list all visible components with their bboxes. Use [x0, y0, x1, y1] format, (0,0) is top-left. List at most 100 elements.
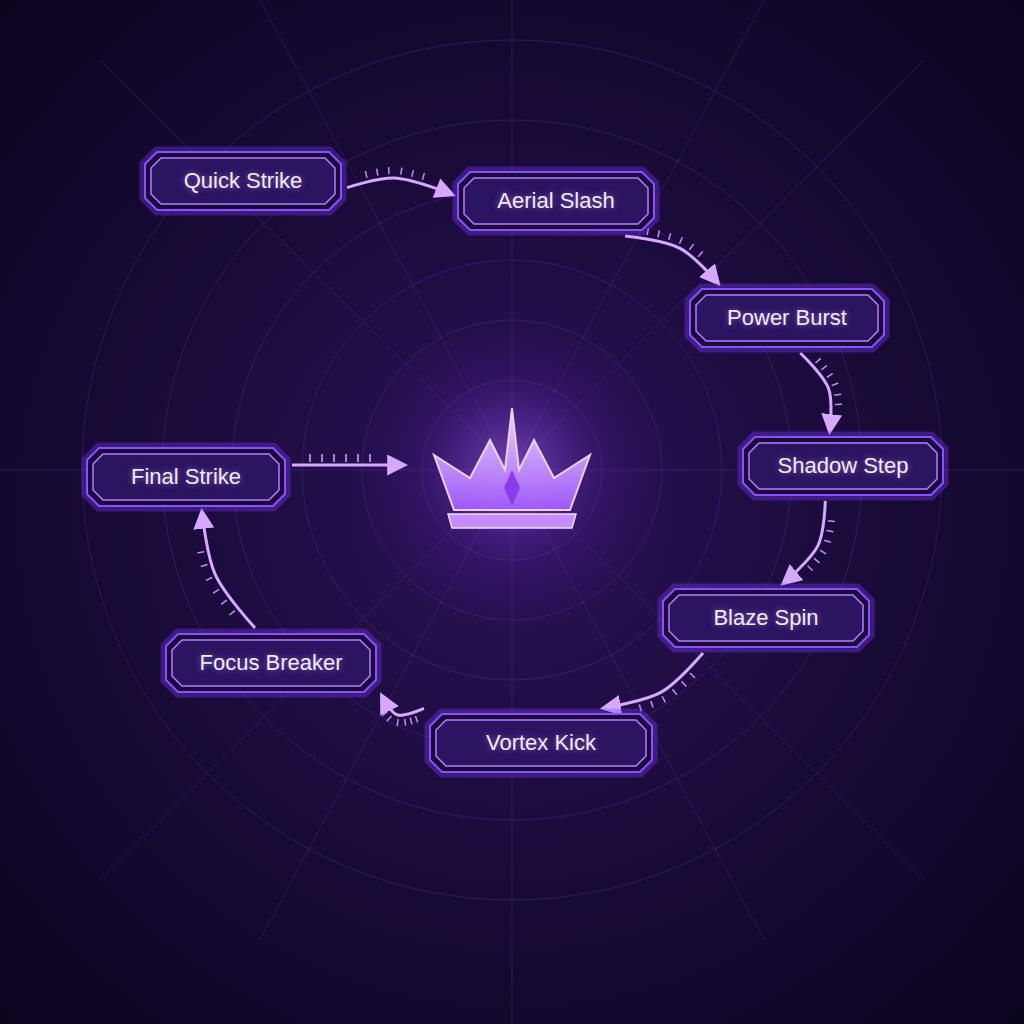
move-box: Focus Breaker	[166, 634, 376, 692]
move-box: Shadow Step	[743, 437, 943, 495]
arrow-tick	[401, 168, 402, 175]
arrow-tick	[229, 611, 234, 615]
arrow-tick	[388, 167, 390, 174]
combo-link-group	[197, 512, 255, 628]
arrow-tick	[826, 530, 833, 531]
arrow-tick	[651, 701, 653, 708]
arrow-tick	[814, 558, 819, 562]
arrow-tick	[816, 358, 821, 363]
arrow-tick	[824, 540, 831, 542]
box-inner	[172, 640, 370, 686]
box-inner	[749, 443, 937, 489]
arrow-tick	[827, 373, 833, 377]
arrow-tick	[698, 252, 703, 257]
box-inner	[436, 720, 646, 766]
crown-icon	[434, 408, 590, 528]
arrow-tick	[382, 712, 387, 716]
box-glow	[687, 286, 887, 350]
arrow-tick	[658, 230, 659, 237]
box-outer	[690, 289, 884, 347]
combo-arrow	[347, 178, 452, 194]
box-inner	[669, 595, 863, 641]
move-box: Vortex Kick	[430, 714, 652, 772]
arrow-tick	[197, 552, 204, 553]
box-inner	[464, 178, 648, 224]
arrow-tick	[808, 566, 813, 571]
move-label: Shadow Step	[778, 453, 909, 479]
combo-link-group	[604, 653, 703, 711]
box-glow	[740, 434, 946, 498]
box-glow	[455, 169, 657, 233]
arrow-tick	[387, 716, 392, 721]
arrow-tick	[213, 589, 219, 593]
arrow-tick	[832, 383, 838, 386]
box-inner	[93, 454, 279, 500]
box-outer	[166, 634, 376, 692]
combo-arrow	[625, 236, 718, 283]
box-glow	[142, 149, 344, 213]
box-glow	[660, 586, 872, 650]
arrow-tick	[690, 673, 695, 678]
move-label: Final Strike	[131, 464, 241, 490]
move-label: Blaze Spin	[713, 605, 818, 631]
arrow-tick	[377, 169, 378, 176]
move-box: Quick Strike	[145, 152, 341, 210]
arrow-tick	[397, 719, 398, 726]
arrow-tick	[415, 716, 417, 723]
move-box: Power Burst	[690, 289, 884, 347]
arrow-ticks	[310, 454, 370, 462]
arrow-tick	[410, 718, 412, 725]
arrow-tick	[689, 244, 693, 250]
combo-link-group	[382, 696, 424, 726]
box-glow	[427, 711, 655, 775]
combo-arrow	[202, 512, 255, 628]
move-label: Power Burst	[727, 305, 847, 331]
crown-glow	[352, 310, 672, 630]
box-glow	[163, 631, 379, 695]
box-outer	[430, 714, 652, 772]
box-outer	[663, 589, 869, 647]
box-outer	[458, 172, 654, 230]
arrow-tick	[672, 689, 676, 694]
move-box: Blaze Spin	[663, 589, 869, 647]
move-box: Final Strike	[87, 448, 285, 506]
box-inner	[151, 158, 335, 204]
box-outer	[87, 448, 285, 506]
box-outer	[743, 437, 943, 495]
combo-arrow	[604, 653, 703, 708]
arrow-tick	[201, 565, 208, 567]
arrow-tick	[828, 520, 835, 522]
arrow-tick	[835, 403, 842, 405]
move-label: Focus Breaker	[199, 650, 342, 676]
arrow-tick	[669, 233, 671, 240]
combo-arrow	[382, 696, 424, 715]
move-label: Aerial Slash	[497, 188, 614, 214]
combo-link-group	[800, 353, 842, 431]
box-glow	[84, 445, 288, 509]
arrow-tick	[682, 681, 687, 686]
final-arrow	[292, 464, 404, 467]
combo-link-group	[784, 501, 835, 583]
move-label: Quick Strike	[184, 168, 303, 194]
combo-link-group	[625, 228, 718, 283]
arrow-tick	[662, 696, 665, 702]
arrow-tick	[412, 170, 414, 177]
arrow-tick	[820, 550, 826, 554]
box-inner	[696, 295, 878, 341]
arrow-tick	[405, 719, 406, 726]
combo-arrow	[784, 501, 826, 583]
arrow-tick	[422, 173, 424, 180]
combo-arrow	[800, 353, 831, 431]
box-outer	[145, 152, 341, 210]
move-box: Aerial Slash	[458, 172, 654, 230]
arrow-tick	[206, 577, 212, 580]
arrow-tick	[821, 366, 826, 370]
arrow-tick	[679, 237, 682, 243]
arrow-tick	[365, 171, 367, 178]
move-label: Vortex Kick	[486, 730, 596, 756]
arrow-tick	[834, 394, 841, 396]
combo-link-group	[347, 167, 452, 194]
